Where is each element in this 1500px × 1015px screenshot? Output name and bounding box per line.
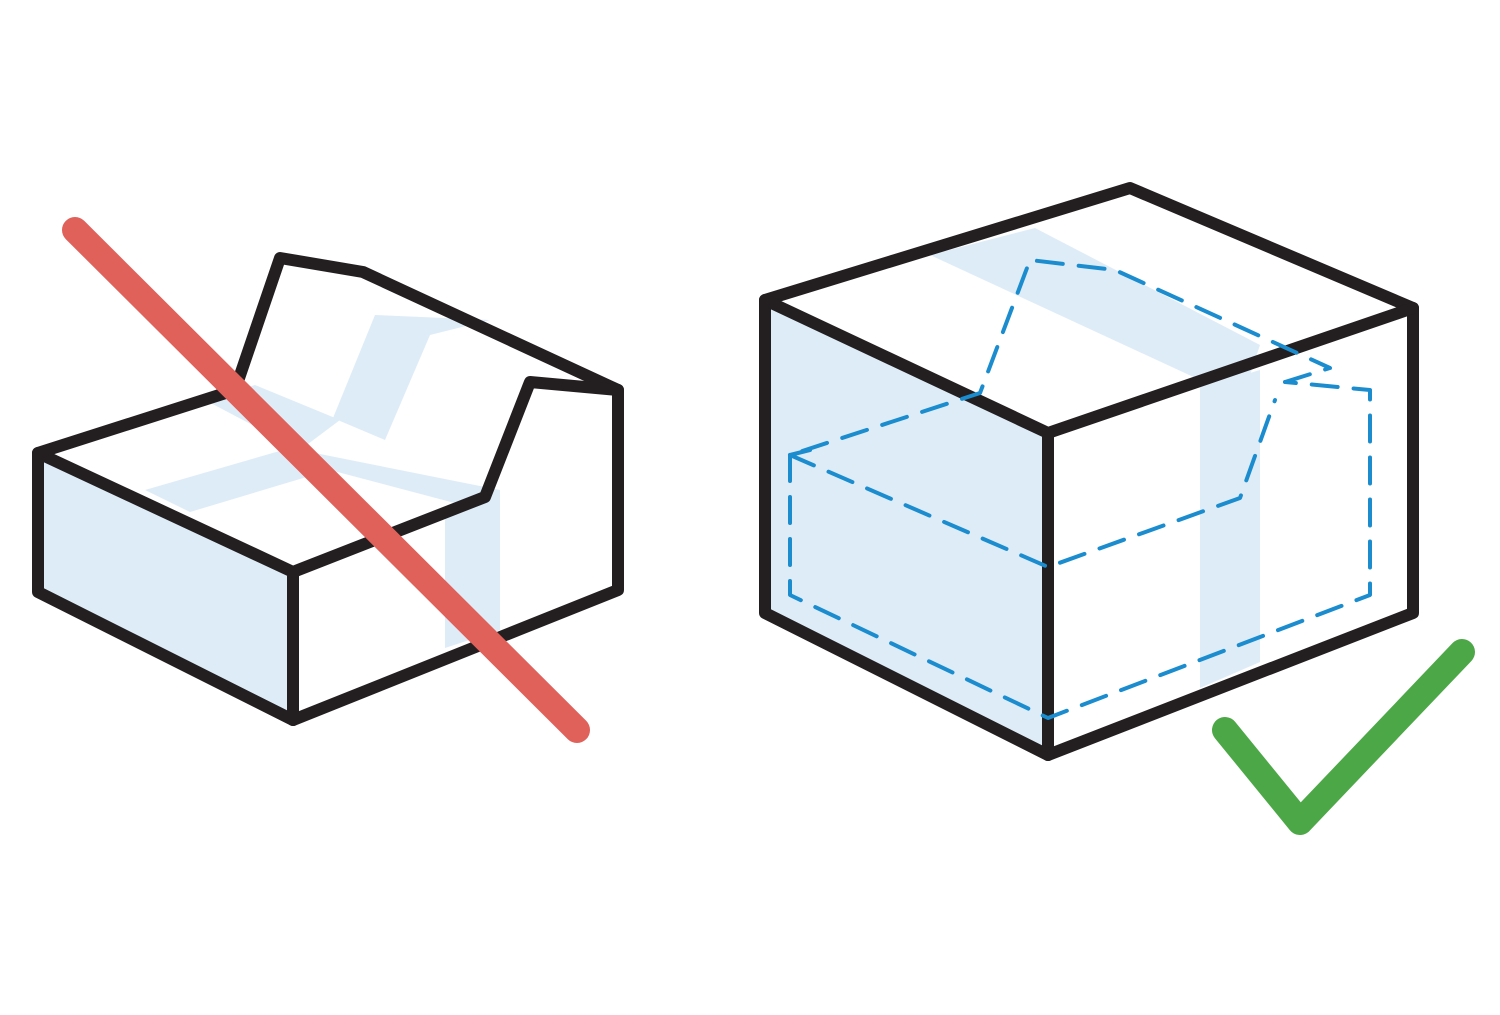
damaged-box-left-face: [38, 453, 293, 720]
sealed-box-outline: [759, 182, 1419, 761]
sealed-box-tape-side: [1200, 370, 1260, 688]
sealed-intact-box: [759, 182, 1419, 761]
sealed-box-contents-dashed: [788, 258, 1372, 720]
damaged-box-tape-top: [145, 448, 500, 515]
sealed-box-tape-top: [930, 228, 1260, 388]
sealed-box-left-face: [765, 300, 1048, 755]
cross-icon: [62, 217, 590, 743]
checkmark-icon: [1212, 639, 1475, 835]
damaged-box-tape-flap: [333, 315, 490, 440]
